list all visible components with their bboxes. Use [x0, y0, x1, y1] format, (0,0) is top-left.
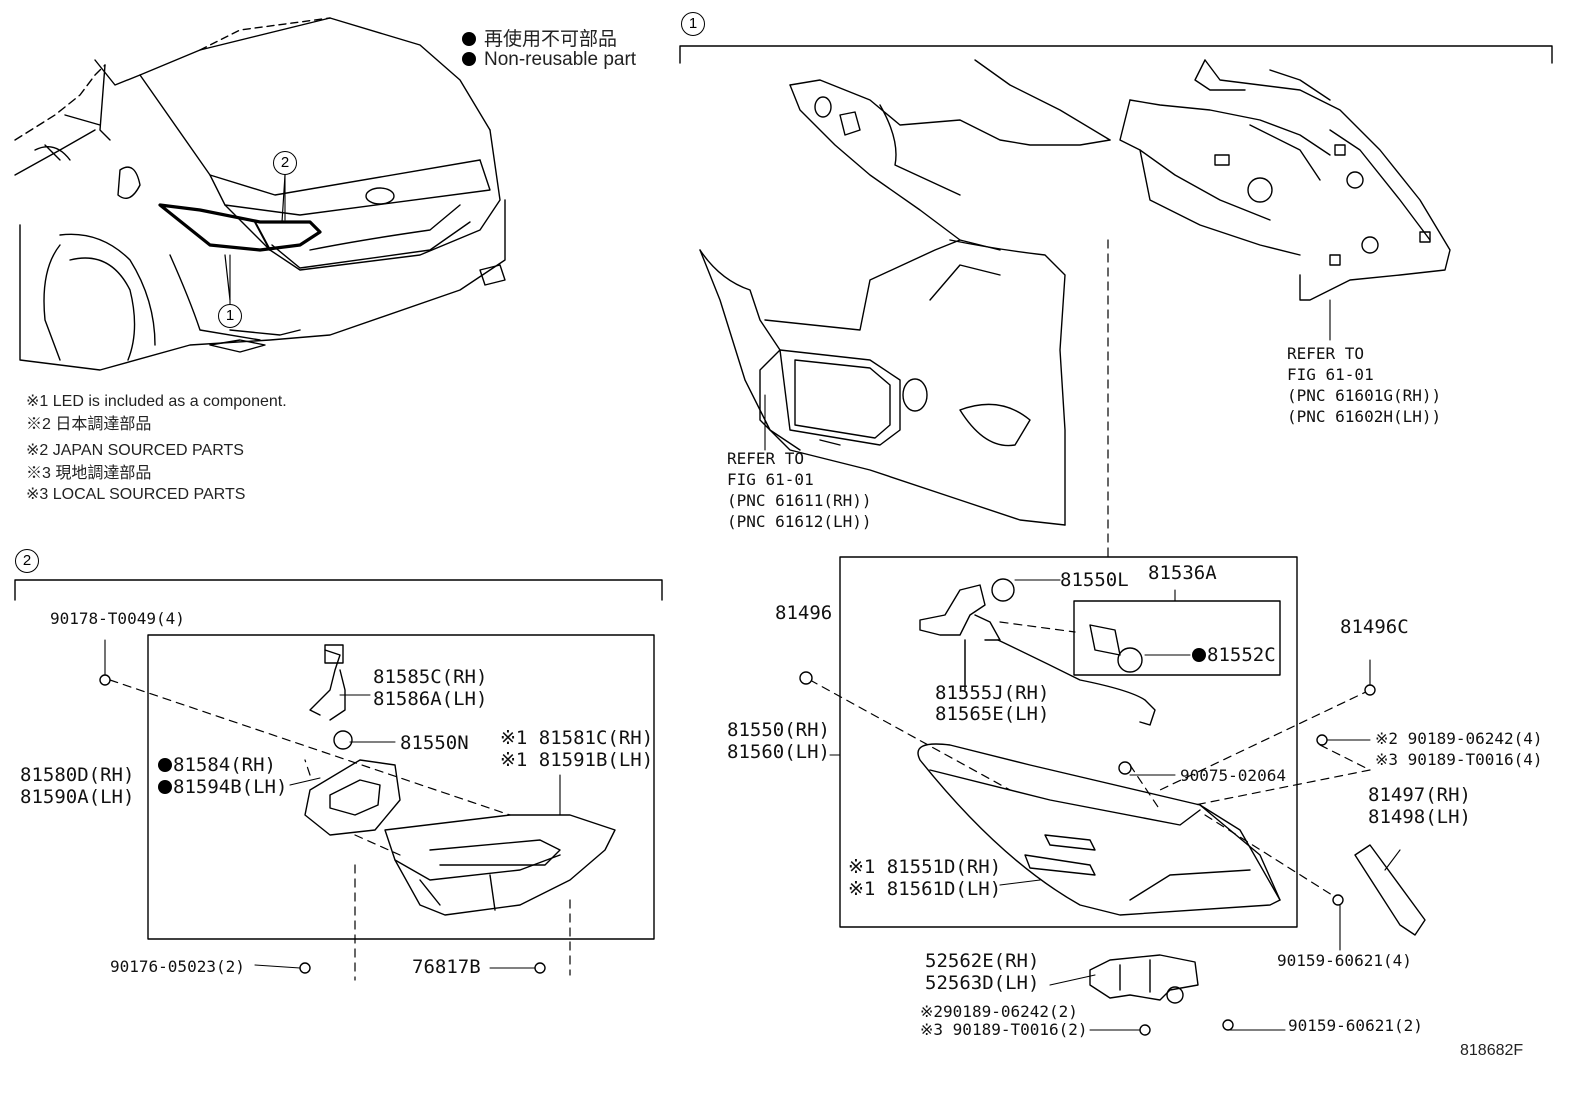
- bracket-1: [679, 45, 1553, 64]
- part-90189-T0016-2[interactable]: ※3 90189-T0016(2): [920, 1020, 1088, 1039]
- car-rear-illustration: [14, 17, 506, 371]
- legend-jp: 再使用不可部品: [462, 24, 617, 51]
- inner-lamp-box: [147, 634, 655, 940]
- part-81565E[interactable]: 81565E(LH): [935, 703, 1050, 725]
- part-81585C[interactable]: 81585C(RH): [373, 666, 488, 688]
- part-81580D[interactable]: 81580D(RH): [20, 764, 135, 786]
- legend-jp-text: 再使用不可部品: [484, 29, 618, 50]
- refer-b-line-3: (PNC 61611(RH)): [727, 491, 872, 510]
- part-52563D[interactable]: 52563D(LH): [925, 972, 1040, 994]
- refer-b-line-2: FIG 61-01: [727, 470, 814, 489]
- part-76817B[interactable]: 76817B: [412, 956, 481, 978]
- refer-a-line-4: (PNC 61602H(LH)): [1287, 407, 1442, 426]
- part-90075-02064[interactable]: 90075-02064: [1180, 766, 1286, 785]
- part-90159-60621-2[interactable]: 90159-60621(2): [1288, 1016, 1423, 1035]
- figure-code: 818682F: [1460, 1042, 1524, 1059]
- refer-block-b: REFER TO FIG 61-01 (PNC 61611(RH)) (PNC …: [727, 448, 872, 532]
- nut-81496: [799, 671, 813, 685]
- part-52562E[interactable]: 52562E(RH): [925, 950, 1040, 972]
- refer-a-line-2: FIG 61-01: [1287, 365, 1374, 384]
- part-81552C-text: 81552C: [1207, 644, 1276, 666]
- part-90178-T0049[interactable]: 90178-T0049(4): [50, 609, 185, 628]
- wiring-harness-left: [309, 644, 353, 750]
- part-90189-06242-4[interactable]: ※2 90189-06242(4): [1375, 729, 1543, 748]
- part-81550L[interactable]: 81550L: [1060, 569, 1129, 591]
- note-5: ※3 LOCAL SOURCED PARTS: [26, 486, 246, 503]
- note-3: ※2 JAPAN SOURCED PARTS: [26, 442, 244, 459]
- non-reusable-icon: [1192, 648, 1206, 662]
- filled-circle-icon: [462, 52, 476, 66]
- legend-en: Non-reusable part: [462, 49, 636, 71]
- refer-block-a: REFER TO FIG 61-01 (PNC 61601G(RH)) (PNC…: [1287, 343, 1441, 427]
- callout-2-car: 2: [273, 151, 297, 175]
- screw-90159-a: [1332, 894, 1344, 906]
- part-90176-05023[interactable]: 90176-05023(2): [110, 957, 245, 976]
- nut-81496C: [1364, 684, 1376, 696]
- callout-1-top: 1: [681, 12, 705, 36]
- part-81594B-text: 81594B(LH): [173, 776, 288, 798]
- bracket-52562E: [1089, 954, 1199, 1004]
- socket-box: [1073, 600, 1281, 676]
- part-81586A[interactable]: 81586A(LH): [373, 688, 488, 710]
- part-81496[interactable]: 81496: [775, 602, 833, 624]
- part-81550[interactable]: 81550(RH): [727, 719, 830, 741]
- garnish-81497: [1354, 844, 1426, 936]
- note-4: ※3 現地調達部品: [26, 465, 152, 482]
- filled-circle-icon: [462, 32, 476, 46]
- back-door-lamp: [384, 814, 616, 916]
- refer-a-line-3: (PNC 61601G(RH)): [1287, 386, 1442, 405]
- part-81561D[interactable]: ※1 81561D(LH): [848, 878, 1002, 900]
- refer-a-line-1: REFER TO: [1287, 344, 1365, 363]
- part-81584-text: 81584(RH): [173, 754, 276, 776]
- non-reusable-icon: [158, 758, 172, 772]
- refer-b-line-1: REFER TO: [727, 449, 805, 468]
- gasket-81584: [304, 759, 401, 836]
- clip-76817B: [534, 962, 546, 974]
- rear-combination-lamp: [917, 743, 1281, 916]
- clip-90176: [299, 962, 311, 974]
- part-90159-60621-4[interactable]: 90159-60621(4): [1277, 951, 1412, 970]
- screw-90159-b: [1222, 1019, 1234, 1031]
- part-81590A[interactable]: 81590A(LH): [20, 786, 135, 808]
- lower-back-panel-illustration: [1119, 59, 1451, 301]
- part-90189-T0016-4[interactable]: ※3 90189-T0016(4): [1375, 750, 1543, 769]
- lamp-assembly-box: [839, 556, 1298, 928]
- non-reusable-icon: [158, 780, 172, 794]
- part-81496C[interactable]: 81496C: [1340, 616, 1409, 638]
- part-81552C[interactable]: 81552C: [1192, 645, 1276, 666]
- legend-en-text: Non-reusable part: [484, 49, 637, 70]
- callout-2-left: 2: [15, 549, 39, 573]
- part-81581C[interactable]: ※1 81581C(RH): [500, 727, 654, 749]
- part-81536A[interactable]: 81536A: [1148, 562, 1217, 584]
- part-81584[interactable]: 81584(RH): [158, 755, 276, 776]
- part-81551D[interactable]: ※1 81551D(RH): [848, 856, 1002, 878]
- note-2: ※2 日本調達部品: [26, 416, 152, 433]
- note-1: ※1 LED is included as a component.: [26, 393, 287, 410]
- part-81550N[interactable]: 81550N: [400, 732, 469, 754]
- part-81591B[interactable]: ※1 81591B(LH): [500, 749, 654, 771]
- screw-90075: [1118, 761, 1132, 775]
- part-90189-06242-2[interactable]: ※290189-06242(2): [920, 1002, 1078, 1021]
- part-81555J[interactable]: 81555J(RH): [935, 682, 1050, 704]
- clip-90178: [99, 674, 111, 686]
- part-81594B[interactable]: 81594B(LH): [158, 777, 287, 798]
- callout-1-car: 1: [218, 304, 242, 328]
- part-81560[interactable]: 81560(LH): [727, 741, 830, 763]
- part-81498[interactable]: 81498(LH): [1368, 806, 1471, 828]
- quarter-panel-illustration: [699, 59, 1111, 526]
- screw-90189-b: [1139, 1024, 1151, 1036]
- screw-90189-a: [1316, 734, 1328, 746]
- refer-b-line-4: (PNC 61612(LH)): [727, 512, 872, 531]
- part-81497[interactable]: 81497(RH): [1368, 784, 1471, 806]
- bracket-2: [14, 579, 663, 601]
